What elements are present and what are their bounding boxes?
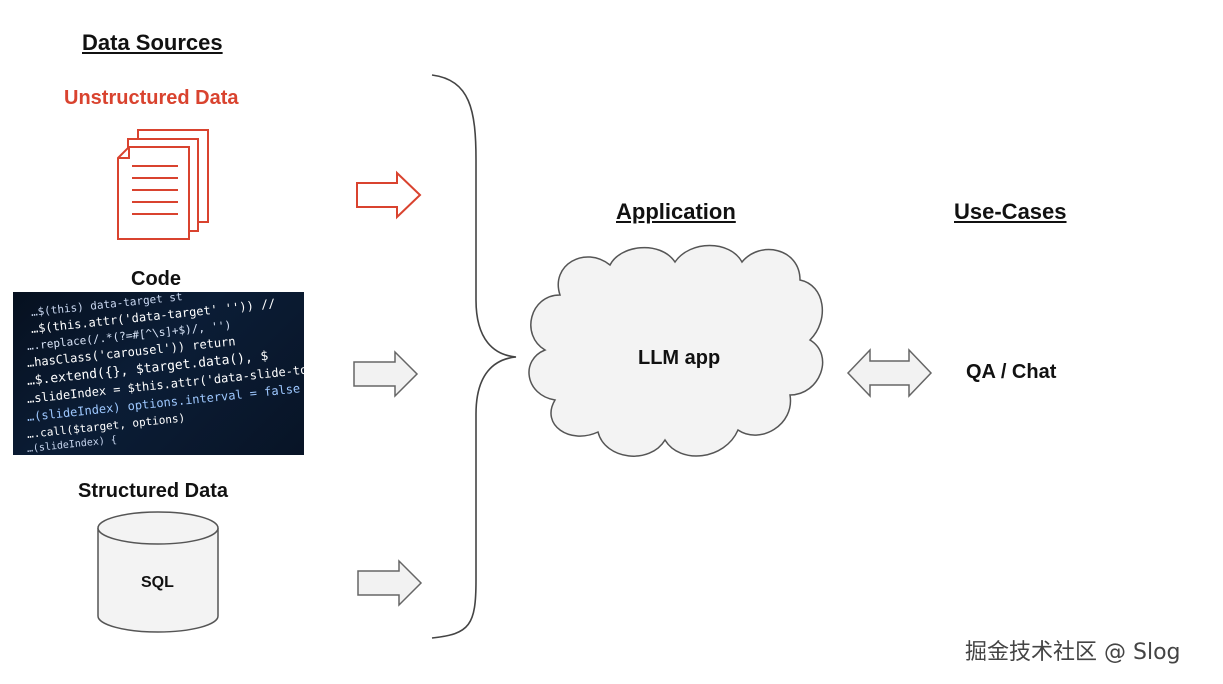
double-arrow-icon: [846, 348, 933, 398]
cloud-shape: [528, 244, 824, 457]
structured-data-label: Structured Data: [78, 480, 229, 502]
code-label: Code: [131, 268, 181, 290]
watermark: 掘金技术社区 @ Slog: [965, 640, 1181, 665]
arrow-right-icon: [356, 170, 422, 220]
unstructured-data-label: Unstructured Data: [64, 87, 239, 109]
arrow-right-icon: [357, 559, 423, 607]
application-heading: Application: [616, 199, 736, 224]
llm-app-label: LLM app: [638, 347, 721, 369]
database-icon: [97, 511, 219, 633]
documents-icon: [117, 129, 209, 240]
curly-brace: [431, 74, 517, 639]
code-screenshot: …$(this) data-target st …$(this.attr('da…: [13, 292, 304, 455]
data-sources-heading: Data Sources: [82, 30, 223, 55]
qa-chat-label: QA / Chat: [966, 361, 1057, 383]
use-cases-heading: Use-Cases: [954, 199, 1067, 224]
sql-label: SQL: [141, 574, 174, 591]
arrow-right-icon: [353, 350, 419, 398]
